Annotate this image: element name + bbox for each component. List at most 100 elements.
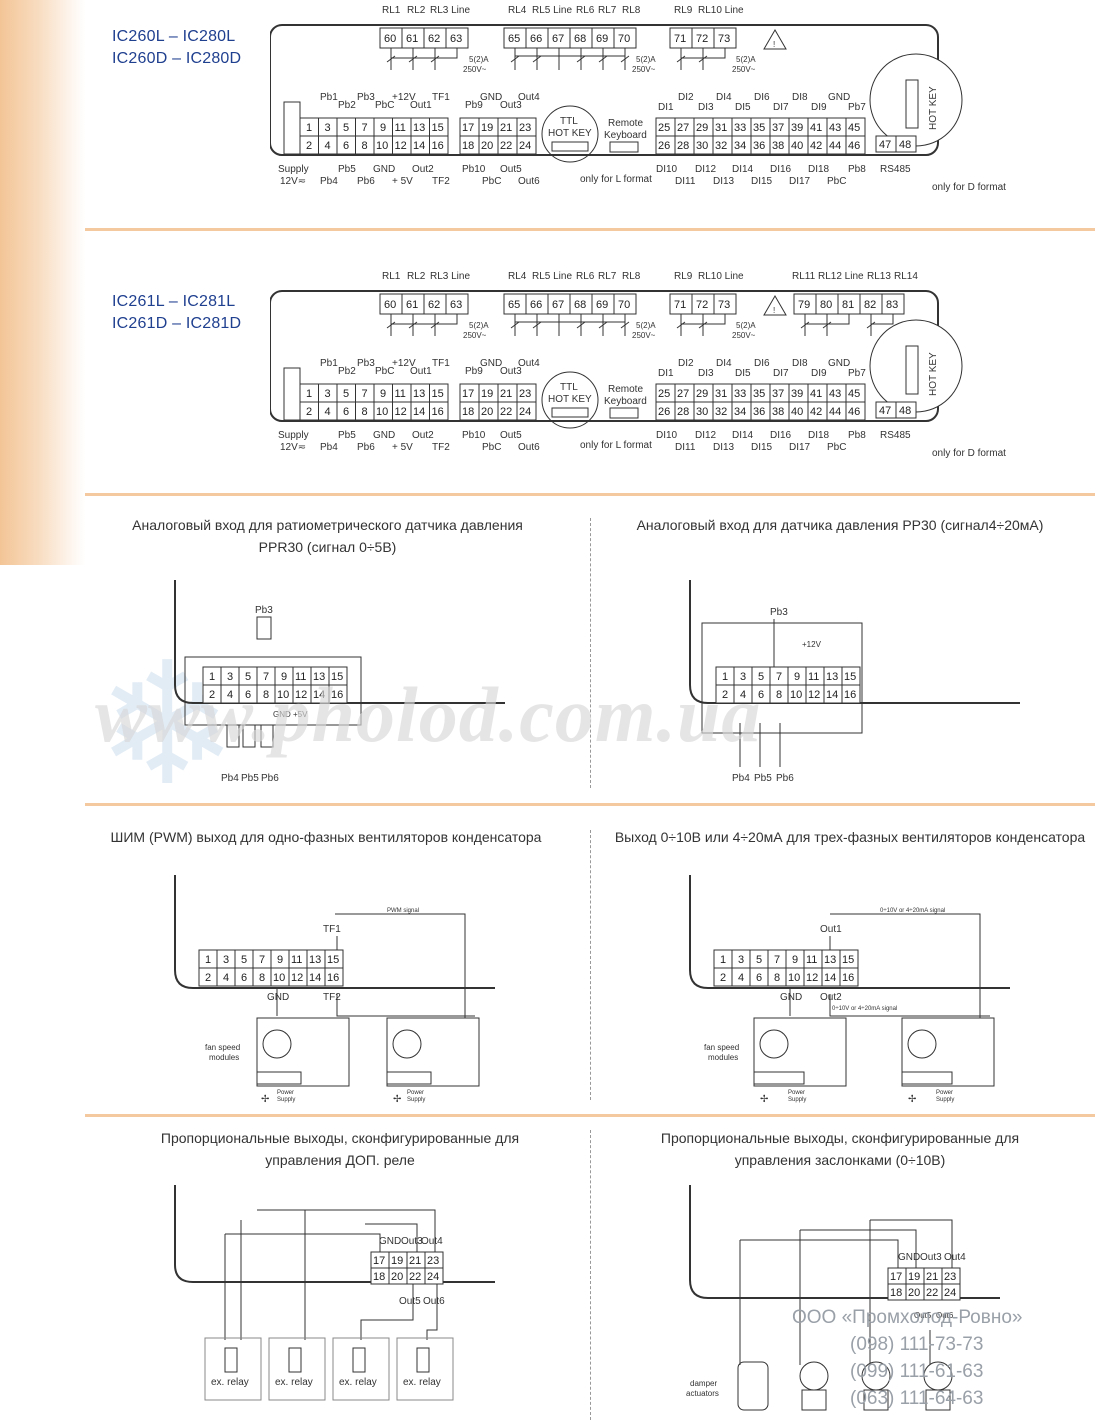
damper-actuator-4 bbox=[923, 1361, 953, 1411]
terminal-14: 14 bbox=[413, 140, 425, 152]
gnd-label: GND bbox=[780, 992, 802, 1003]
sensor-pb4 bbox=[226, 724, 240, 748]
vertical-divider bbox=[590, 830, 591, 1100]
voltage-b: 250V~ bbox=[632, 65, 656, 74]
terminal-5: 5 bbox=[245, 671, 251, 683]
svg-text:TTL: TTL bbox=[560, 116, 578, 127]
svg-text:73: 73 bbox=[718, 33, 730, 45]
terminal-16: 16 bbox=[331, 689, 343, 701]
terminal-1: 1 bbox=[306, 388, 312, 400]
terminal-23: 23 bbox=[519, 122, 531, 134]
caption-analog-fans: Выход 0÷10В или 4÷20мА для трех-фазных в… bbox=[605, 826, 1095, 848]
di10-label: DI10 bbox=[656, 164, 678, 175]
terminal-10: 10 bbox=[788, 972, 800, 984]
terminal-10: 10 bbox=[376, 406, 388, 418]
out2-label: Out2 bbox=[820, 992, 842, 1003]
terminal-35: 35 bbox=[753, 122, 765, 134]
terminal-1: 1 bbox=[205, 954, 211, 966]
svg-text:!: ! bbox=[773, 40, 775, 49]
rating-b: 5(2)A bbox=[636, 55, 656, 64]
svg-text:73: 73 bbox=[718, 299, 730, 311]
terminal-45: 45 bbox=[848, 388, 860, 400]
terminal-7: 7 bbox=[362, 388, 368, 400]
rl7-label: RL7 bbox=[598, 5, 617, 16]
terminal-8: 8 bbox=[263, 689, 269, 701]
di15-label: DI15 bbox=[751, 176, 773, 187]
company-phone: (099) 111-61-63 bbox=[850, 1361, 984, 1382]
keyboard-label: Keyboard bbox=[604, 130, 647, 141]
rl6-label: RL6 bbox=[576, 5, 595, 16]
svg-text:24: 24 bbox=[944, 1287, 956, 1299]
rl2-label: RL2 bbox=[407, 5, 426, 16]
di16-label: DI16 bbox=[770, 164, 792, 175]
analog-signal-label: 0÷10V or 4÷20mA signal bbox=[832, 1006, 897, 1012]
damper-label: actuators bbox=[686, 1389, 719, 1398]
pb6-label: Pb6 bbox=[357, 442, 375, 453]
out4-label: Out4 bbox=[421, 1236, 443, 1247]
damper-actuator-2 bbox=[799, 1361, 829, 1411]
ttl-hotkey-port: TTL HOT KEY bbox=[541, 371, 599, 429]
terminal-4: 4 bbox=[223, 972, 229, 984]
di6-label: DI6 bbox=[754, 358, 770, 369]
power-supply-label: Power bbox=[407, 1090, 424, 1096]
terminal-27: 27 bbox=[677, 388, 689, 400]
pb7-label: Pb7 bbox=[848, 368, 866, 379]
di7-label: DI7 bbox=[773, 102, 789, 113]
di3-label: DI3 bbox=[698, 102, 714, 113]
rl14-label: RL14 bbox=[894, 271, 918, 282]
terminal-46: 46 bbox=[848, 406, 860, 418]
rl6-label: RL6 bbox=[576, 271, 595, 282]
terminal-11: 11 bbox=[295, 671, 306, 683]
terminal-4: 4 bbox=[740, 689, 746, 701]
terminal-1: 1 bbox=[722, 671, 728, 683]
terminal-40: 40 bbox=[791, 140, 803, 152]
svg-text:72: 72 bbox=[696, 299, 708, 311]
company-name: ООО «Промхолод-Ровно» bbox=[792, 1307, 1023, 1328]
fan-icon: ✢ bbox=[760, 1094, 768, 1105]
svg-text:47: 47 bbox=[879, 139, 891, 151]
pwm-signal-label: PWM signal bbox=[387, 908, 419, 914]
svg-text:ex. relay: ex. relay bbox=[275, 1377, 313, 1388]
terminal-10: 10 bbox=[273, 972, 285, 984]
terminal-12: 12 bbox=[395, 140, 407, 152]
di12-label: DI12 bbox=[695, 430, 717, 441]
svg-text:19: 19 bbox=[908, 1271, 920, 1283]
fan-module-1 bbox=[753, 1017, 847, 1087]
rl9-label: RL9 bbox=[674, 5, 693, 16]
relay-block-c: 71 72 73 bbox=[669, 293, 737, 315]
terminal-26: 26 bbox=[658, 140, 670, 152]
power-supply-label: Supply bbox=[407, 1097, 425, 1103]
wiring-diagram-ic261: RL1 RL2 RL3 Line RL4 RL5 Line RL6 RL7 RL… bbox=[270, 271, 1006, 459]
rl8-label: RL8 bbox=[622, 5, 641, 16]
pb8-label: Pb8 bbox=[848, 164, 866, 175]
terminal-8: 8 bbox=[362, 140, 368, 152]
gnd5v-label: GND +5V bbox=[273, 710, 308, 719]
terminal-11: 11 bbox=[808, 671, 819, 683]
svg-text:18: 18 bbox=[890, 1287, 902, 1299]
svg-text:71: 71 bbox=[674, 299, 686, 311]
svg-text:61: 61 bbox=[406, 33, 418, 45]
terminal-36: 36 bbox=[753, 406, 765, 418]
terminal-38: 38 bbox=[772, 406, 784, 418]
terminal-15: 15 bbox=[327, 954, 339, 966]
out4-label: Out4 bbox=[944, 1252, 966, 1263]
voltage-c: 250V~ bbox=[732, 331, 756, 340]
caption-line: управления ДОП. реле bbox=[265, 1152, 415, 1168]
terminal-2: 2 bbox=[306, 140, 312, 152]
rl2-label: RL2 bbox=[407, 271, 426, 282]
fan-icon: ✢ bbox=[393, 1094, 401, 1105]
di10-label: DI10 bbox=[656, 430, 678, 441]
rs485-terminals: 47 48 bbox=[875, 135, 917, 153]
out3-label: Out3 bbox=[500, 366, 522, 377]
pb1-label: Pb1 bbox=[320, 92, 338, 103]
terminal-41: 41 bbox=[810, 122, 822, 134]
hotkey-port-right: HOT KEY bbox=[869, 53, 963, 147]
out1-label: Out1 bbox=[410, 366, 432, 377]
supply-voltage: 12V≂ bbox=[280, 442, 306, 453]
svg-text:TTL: TTL bbox=[560, 382, 578, 393]
only-l-label: only for L format bbox=[580, 174, 652, 185]
di7-label: DI7 bbox=[773, 368, 789, 379]
